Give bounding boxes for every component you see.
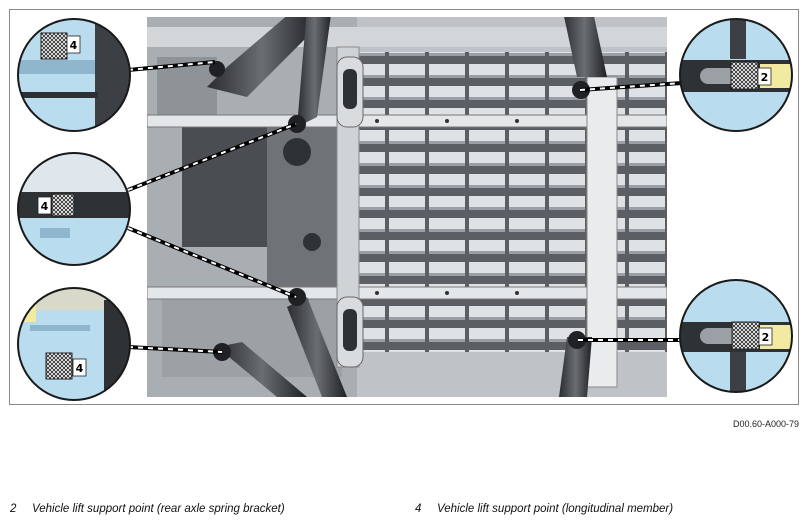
legend-item-4: 4 Vehicle lift support point (longitudina… (415, 503, 673, 515)
callout-number: 2 (762, 331, 770, 344)
lift-point-marker (731, 321, 760, 350)
callout-circle-top-right: 2 (679, 18, 793, 132)
leader-lines (127, 60, 683, 354)
callout-circle-bottom-right: 2 (679, 279, 793, 393)
legend-number: 2 (10, 503, 17, 515)
lift-point-marker (730, 61, 759, 90)
figure-reference-code: D00.60-A000-79 (732, 419, 799, 429)
legend-text: Vehicle lift support point (longitudinal… (437, 503, 674, 515)
legend-text: Vehicle lift support point (rear axle sp… (32, 503, 285, 515)
callout-number: 4 (70, 39, 78, 52)
callout-number: 2 (761, 71, 769, 84)
vehicle-underbody-illustration (147, 17, 667, 397)
callout-circle-mid-left: 4 (17, 152, 131, 266)
callout-circle-bottom-left: 4 (17, 287, 131, 401)
lift-point-marker (51, 193, 75, 217)
callout-circle-top-left: 4 (17, 18, 131, 132)
legend-item-2: 2 Vehicle lift support point (rear axle s… (10, 503, 285, 515)
legend-number: 4 (415, 503, 422, 515)
lift-point-marker (45, 352, 73, 380)
lift-point-marker (40, 32, 68, 60)
callout-number: 4 (41, 200, 49, 213)
callout-number: 4 (76, 362, 84, 375)
